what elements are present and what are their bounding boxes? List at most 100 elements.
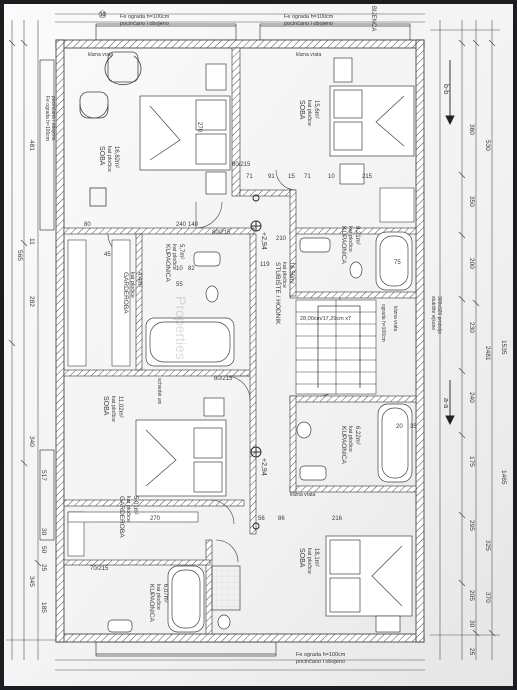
screen-glare xyxy=(4,4,513,686)
note-top-right: BIJENCA xyxy=(370,6,376,31)
note-stair-side: stubište vijkano xyxy=(430,296,436,330)
dim-l-7: 30 xyxy=(40,528,47,536)
dim-r-10: 325 xyxy=(484,540,491,551)
dim-l-4: 517 xyxy=(40,470,47,481)
room-sub-kup2: kat pločice xyxy=(171,244,177,270)
bath-kup2 xyxy=(145,251,235,367)
note-sliding-3: klizna vrata xyxy=(290,492,316,498)
note-stair-side-2: 300x320 pročelje xyxy=(436,296,442,334)
dim-l-10: 185 xyxy=(40,602,47,613)
dim-in-24: 20 xyxy=(396,424,403,430)
dim-in-13: 119 xyxy=(260,262,270,268)
room-area-soba1: 16,82m² xyxy=(113,146,119,168)
room-name-gard1: GARDEROBA xyxy=(122,272,129,314)
dim-in-14: 45 xyxy=(104,252,111,258)
dim-r-8: 175 xyxy=(468,456,475,467)
level-upper: +2,94 xyxy=(260,232,267,250)
dim-r-5: 230 xyxy=(468,322,475,333)
room-sub-kup3: kat pločice xyxy=(347,426,353,452)
dim-r-12: 30 xyxy=(468,620,475,628)
watermark: Properties xyxy=(173,296,189,360)
room-sub-soba4: kat pločice xyxy=(306,548,312,574)
note-ograda-top-right: Fe ograda h=100cm xyxy=(284,14,334,20)
room-area-gard2: 5,01m² xyxy=(132,496,138,515)
dim-r-3: 350 xyxy=(468,196,475,207)
dim-r-1: 530 xyxy=(484,140,491,151)
section-label-top: b-b xyxy=(442,84,449,94)
note-sliding-2: klizna vrata xyxy=(296,52,322,58)
dim-in-23: 70/215 xyxy=(90,566,109,572)
room-name-kup3: KUPAONICA xyxy=(340,426,347,464)
note-ograda-left-2: pocinčano i obojeno xyxy=(50,96,56,141)
dim-in-22: 216 xyxy=(332,516,343,522)
room-name-kup4: KUPAONICA xyxy=(148,584,155,622)
room-area-gard1: 4,4m² xyxy=(136,272,142,287)
exterior-walls xyxy=(55,39,425,643)
dim-r-4: 200 xyxy=(468,258,475,269)
dimension-lines-top xyxy=(55,13,425,671)
wardrobes xyxy=(67,187,415,557)
dim-in-6: 10 xyxy=(328,174,335,180)
room-labels: SOBA kat pločice 16,82m² SOBA kat pločic… xyxy=(98,100,360,622)
dim-r-14: 25 xyxy=(468,648,475,656)
dim-l-9: 25 xyxy=(40,564,47,572)
dimension-ticks-right xyxy=(458,39,496,637)
dim-in-4: 15 xyxy=(288,174,295,180)
note-sliding-4: klizna vrata xyxy=(392,306,398,332)
note-ograda-left: Fe ograda h=100cm xyxy=(44,96,50,141)
dim-r-15: 1465 xyxy=(500,470,507,485)
interior-walls xyxy=(63,47,417,635)
room-name-kup1: KUPAONICA xyxy=(340,226,347,264)
bath-kup1 xyxy=(299,231,413,291)
dim-in-12: 210 xyxy=(276,236,287,242)
dim-r-9: 295 xyxy=(468,520,475,531)
dimension-labels-right: 1535 530 380 350 200 230 2481 240 175 29… xyxy=(468,124,507,656)
dim-l-2: 282 xyxy=(28,296,35,307)
room-sub-kup1: kat pločice xyxy=(347,226,353,252)
dim-l-3: 565 xyxy=(16,250,23,261)
room-name-soba3: SOBA xyxy=(102,396,109,416)
note-circle: ⑩ xyxy=(98,10,107,21)
dim-r-11: 205 xyxy=(468,590,475,601)
inner-dimensions: 270 80/215 71 91 15 71 10 215 140 80 240… xyxy=(84,122,417,572)
note-ograda-bottom: Fe ograda h=100cm xyxy=(296,652,346,658)
dim-in-2: 71 xyxy=(246,174,253,180)
dim-r-13: 370 xyxy=(484,592,491,603)
bath-kup3 xyxy=(296,403,413,483)
dimension-lines-left xyxy=(6,20,60,660)
room-name-soba1: SOBA xyxy=(98,146,105,166)
dim-in-16: 82 xyxy=(188,266,195,272)
dim-in-0: 270 xyxy=(196,122,202,133)
note-hall: schiedel uni xyxy=(156,378,162,404)
dimension-labels-left: 481 11 282 565 517 340 345 30 50 25 185 xyxy=(16,140,47,613)
note-ograda-top-left: Fe ograda h=100cm xyxy=(120,14,170,20)
dim-r-2: 380 xyxy=(468,124,475,135)
dimension-ticks-left xyxy=(8,39,42,567)
note-ograda-top-left-2: pocinčano i obojeno xyxy=(120,21,169,27)
dim-r-0: 1535 xyxy=(500,340,507,355)
notes: Fe ograda h=100cm pocinčano i obojeno Fe… xyxy=(44,6,449,665)
room-sub-soba3: kat pločice xyxy=(110,396,116,422)
bed-soba4 xyxy=(325,535,413,633)
dim-in-9: 80 xyxy=(84,222,91,228)
room-name-soba4: SOBA xyxy=(298,548,305,568)
bed-soba1 xyxy=(139,63,231,195)
note-ograda-bottom-2: pocinčano i obojeno xyxy=(296,659,345,665)
dim-in-11: 80/215 xyxy=(212,230,231,236)
note-sliding-1: klizna vrata xyxy=(88,52,114,58)
dim-in-15: 10 xyxy=(176,266,183,272)
dim-in-20: 56 xyxy=(258,516,265,522)
dim-l-0: 481 xyxy=(28,140,35,151)
room-sub-kup4: kat pločice xyxy=(155,584,161,610)
dim-l-5: 340 xyxy=(28,436,35,447)
dim-in-1: 80/215 xyxy=(232,162,251,168)
dim-in-19: 270 xyxy=(150,516,161,522)
level-lower: +2,94 xyxy=(260,458,267,476)
room-area-kup1: 8,21m² xyxy=(354,226,360,245)
room-sub-soba1: kat pločice xyxy=(106,146,112,172)
note-stairs: 28,00cm/17,29cm x7 xyxy=(300,316,351,322)
dim-l-6: 345 xyxy=(28,576,35,587)
dim-in-8: 140 xyxy=(188,222,199,228)
dim-in-18: 80/215 xyxy=(214,376,233,382)
